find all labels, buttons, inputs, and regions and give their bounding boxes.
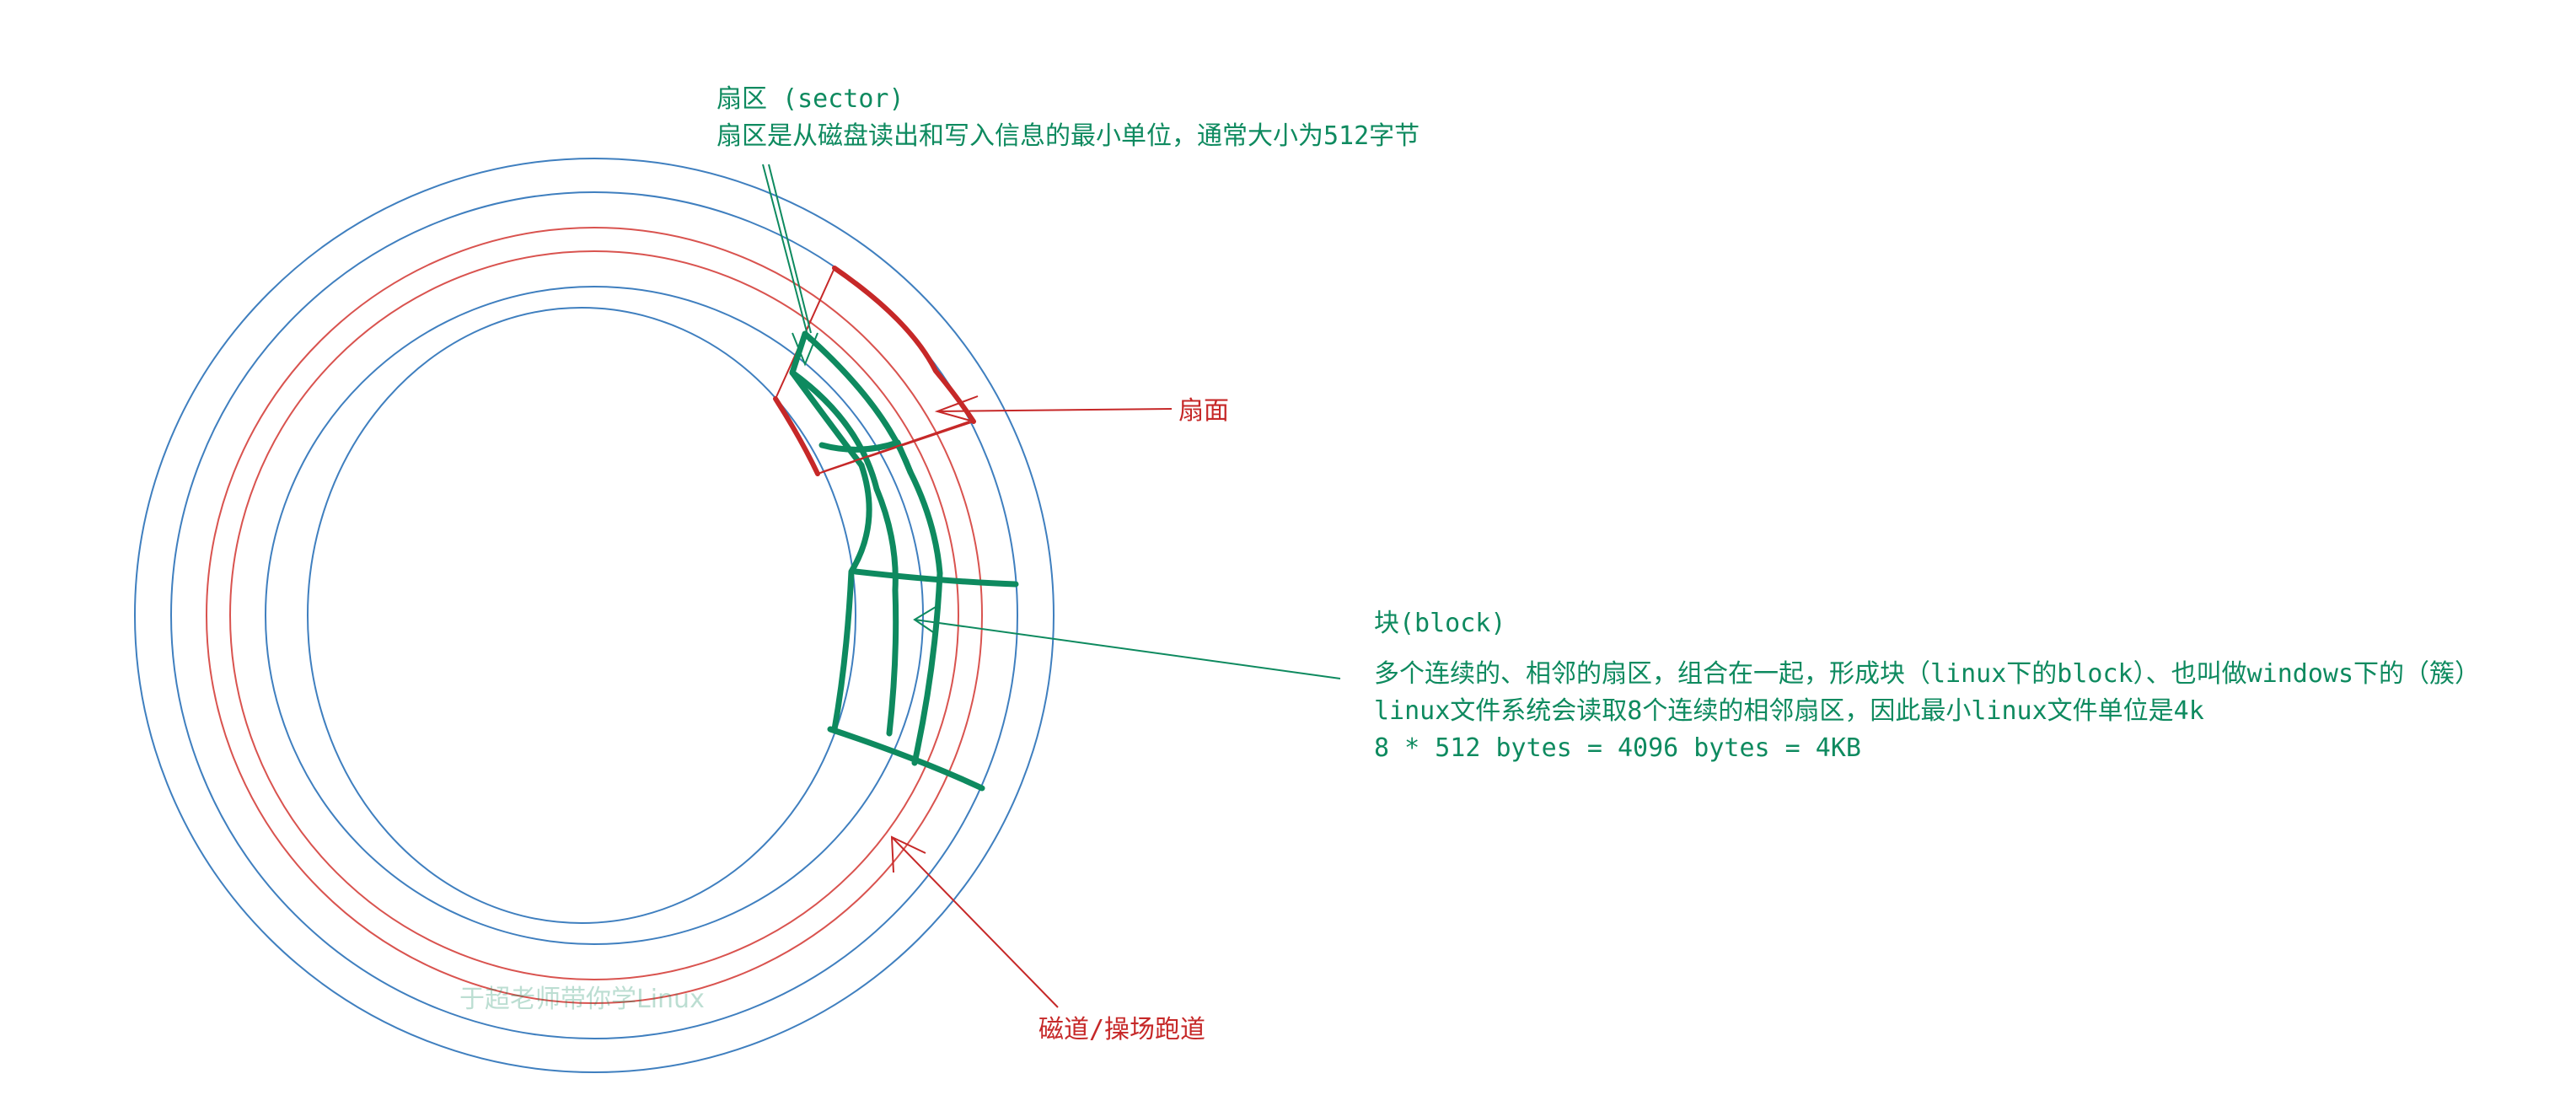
sector-description: 扇区是从磁盘读出和写入信息的最小单位，通常大小为512字节 <box>716 121 1420 151</box>
block-line-3: 8 * 512 bytes = 4096 bytes = 4KB <box>1374 733 1861 763</box>
track-arrow <box>890 835 1059 1008</box>
track-inner-2 <box>307 307 856 924</box>
track-inner-1 <box>265 286 924 945</box>
sector-block <box>789 330 1019 792</box>
watermark: 于超老师带你学Linux <box>459 985 705 1014</box>
platter-label: 扇面 <box>1178 396 1229 426</box>
disk-tracks <box>134 158 1055 1073</box>
track-red-outer <box>206 227 983 1004</box>
track-outer-2 <box>170 191 1018 1039</box>
sector-arrow <box>762 164 818 367</box>
block-arrow <box>913 606 1341 679</box>
track-outer-1 <box>134 158 1055 1073</box>
track-label: 磁道/操场跑道 <box>1038 1015 1206 1044</box>
block-title: 块(block) <box>1374 609 1506 638</box>
block-line-1: 多个连续的、相邻的扇区，组合在一起，形成块（linux下的block）、也叫做w… <box>1374 659 2481 689</box>
platter-arrow <box>821 395 1173 473</box>
block-line-2: linux文件系统会读取8个连续的相邻扇区，因此最小linux文件单位是4k <box>1374 696 2204 726</box>
sector-title: 扇区 (sector) <box>716 84 904 114</box>
track-red-inner <box>229 250 959 980</box>
